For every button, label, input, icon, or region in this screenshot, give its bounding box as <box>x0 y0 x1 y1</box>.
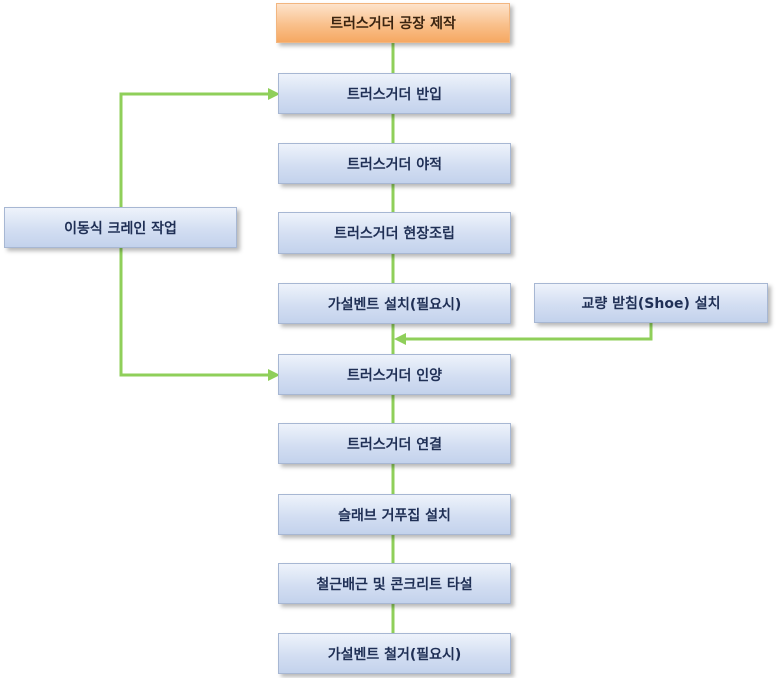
step-rebar-concrete: 철근배근 및 콘크리트 타설 <box>278 563 511 604</box>
crane-to-lifting-line <box>119 247 270 377</box>
step-connection: 트러스거더 연결 <box>278 423 511 464</box>
step-lifting: 트러스거더 인양 <box>278 354 511 395</box>
step-delivery: 트러스거더 반입 <box>278 73 511 114</box>
step-site-assembly: 트러스거더 현장조립 <box>278 212 511 254</box>
side-step-mobile-crane: 이동식 크레인 작업 <box>4 207 237 248</box>
step-temp-bent-removal: 가설벤트 철거(필요시) <box>278 633 511 674</box>
step-stockpiling: 트러스거더 야적 <box>278 143 511 184</box>
step-factory-fabrication: 트러스거더 공장 제작 <box>276 3 510 43</box>
arrowhead-lifting <box>268 369 280 381</box>
crane-to-delivery-line <box>119 92 270 207</box>
step-temp-bent-install: 가설벤트 설치(필요시) <box>278 283 511 324</box>
step-slab-formwork: 슬래브 거푸집 설치 <box>278 494 511 535</box>
shoe-to-lifting-line <box>402 322 653 341</box>
arrowhead-delivery <box>268 88 280 100</box>
arrowhead-shoe <box>394 333 406 345</box>
side-step-shoe-install: 교량 받침(Shoe) 설치 <box>534 283 768 323</box>
